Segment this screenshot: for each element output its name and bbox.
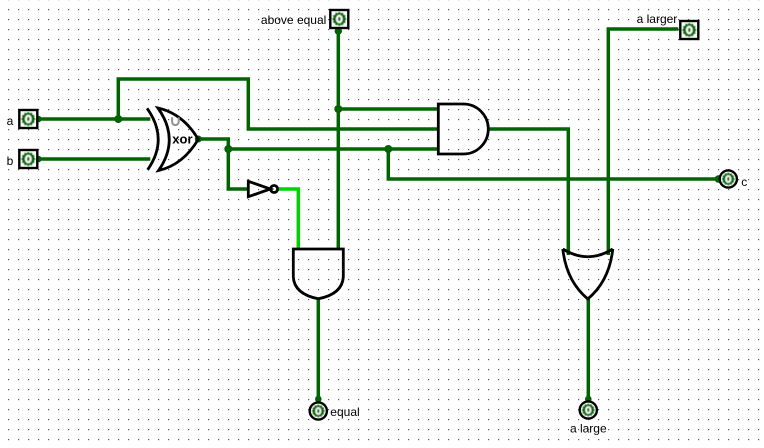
svg-text:above equal: above equal: [261, 13, 326, 27]
svg-text:b: b: [7, 154, 14, 168]
svg-text:a larger: a larger: [637, 12, 678, 26]
svg-text:a large: a large: [570, 422, 607, 436]
svg-text:xor: xor: [172, 132, 192, 147]
svg-text:a: a: [7, 114, 14, 128]
svg-text:c: c: [741, 175, 747, 189]
svg-text:equal: equal: [330, 405, 359, 419]
